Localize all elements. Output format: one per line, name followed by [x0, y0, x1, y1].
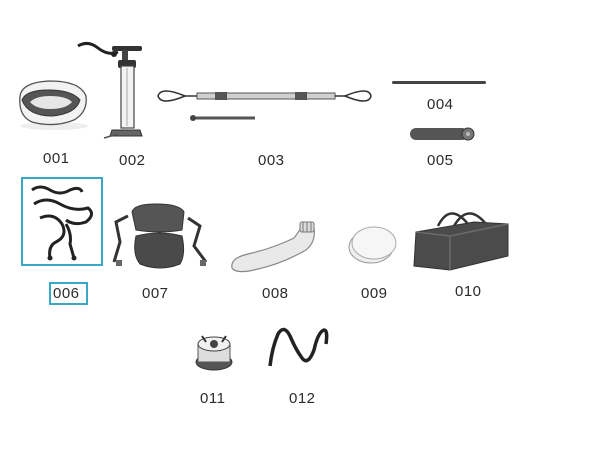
part-number-label: 002 — [119, 152, 146, 169]
selection-label-frame — [49, 282, 88, 305]
part-number-label: 006 — [53, 285, 80, 302]
paddle-leash-icon — [157, 90, 372, 121]
carry-bag-roll-icon — [19, 80, 88, 130]
rolled-mat-icon — [410, 127, 475, 141]
part-number-label: 011 — [200, 390, 226, 407]
selection-frame — [21, 177, 103, 266]
valve-icon — [195, 335, 233, 371]
rod-icon — [392, 81, 486, 84]
part-number-label: 004 — [427, 96, 454, 113]
duffel-bag-icon — [413, 212, 509, 271]
part-number-label: 001 — [43, 150, 70, 167]
part-number-label: 003 — [258, 152, 285, 169]
repair-patch-icon — [348, 226, 397, 264]
seat-icon — [112, 203, 208, 269]
bungee-cord-icon — [31, 185, 93, 261]
part-number-label: 012 — [289, 390, 316, 407]
part-number-label: 009 — [361, 285, 388, 302]
part-number-label: 007 — [142, 285, 169, 302]
part-number-label: 010 — [455, 283, 482, 300]
part-number-label: 005 — [427, 152, 454, 169]
coil-leash-icon — [268, 327, 329, 367]
fin-icon — [231, 221, 315, 273]
part-number-label: 008 — [262, 285, 289, 302]
hand-pump-icon — [77, 41, 143, 139]
